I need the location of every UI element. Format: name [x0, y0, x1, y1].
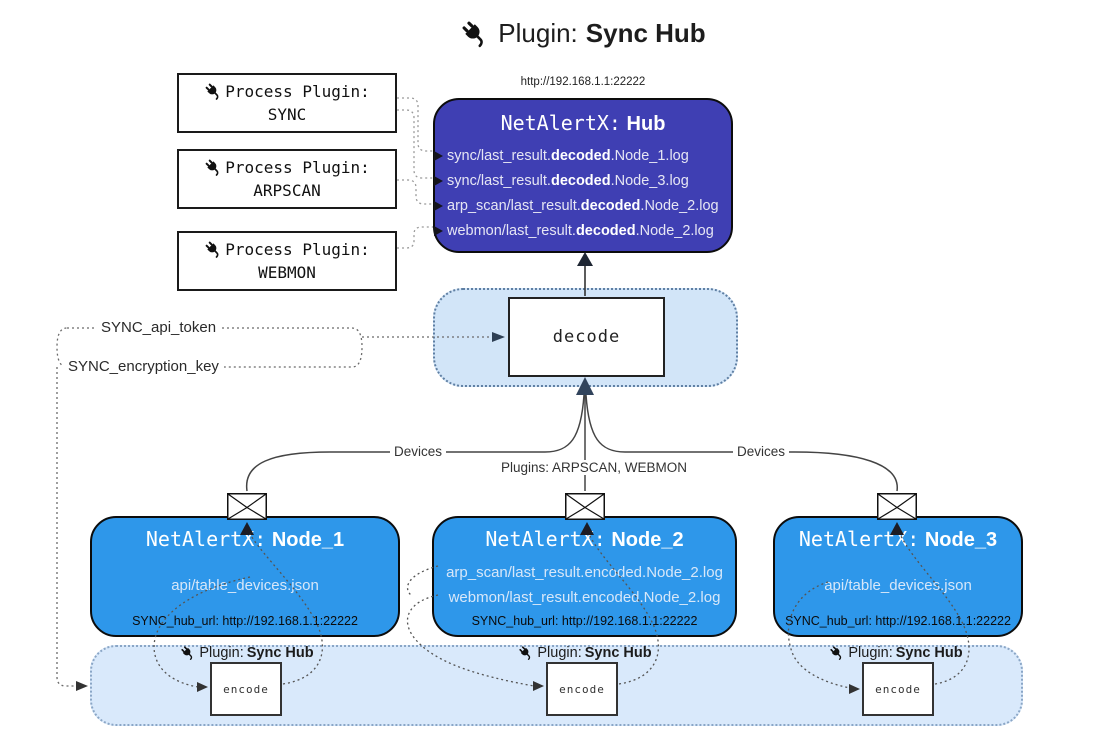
process-plugin-name: ARPSCAN	[253, 181, 321, 200]
hub-url-label: http://192.168.1.1:22222	[520, 76, 646, 88]
plug-icon	[518, 645, 534, 661]
arrow-right-icon	[434, 225, 443, 236]
encode-label: encode	[875, 682, 921, 696]
node-box-node-1: NetAlertX: Node_1 api/table_devices.json…	[90, 516, 400, 637]
process-plugin-heading: Process Plugin:	[225, 239, 370, 259]
band-plugin-text: Plugin:	[537, 645, 582, 661]
node-title-name: Node_1	[271, 529, 345, 551]
sync-encryption-key-label: SYNC_encryption_key	[63, 358, 224, 375]
encode-label: encode	[559, 682, 605, 696]
envelope-icon	[565, 493, 605, 520]
band-plugin-text: Plugin:	[848, 645, 893, 661]
encode-box: encode	[210, 662, 282, 716]
band-plugin-label: Plugin: Sync Hub	[806, 645, 986, 661]
encode-label: encode	[223, 682, 269, 696]
plug-icon	[204, 82, 223, 101]
sync-api-token-label: SYNC_api_token	[96, 319, 222, 336]
band-plugin-label: Plugin: Sync Hub	[495, 645, 675, 661]
process-plugin-heading: Process Plugin:	[225, 157, 370, 177]
band-plugin-name: Sync Hub	[246, 645, 314, 661]
arrow-right-icon	[434, 175, 443, 186]
node-file-list: api/table_devices.json	[92, 556, 398, 614]
hub-log-bold: decoded	[575, 222, 636, 239]
hub-log-row: sync/last_result.decoded.Node_3.log	[434, 168, 731, 193]
node-title-label: NetAlertX:	[798, 527, 920, 551]
node-title: NetAlertX: Node_2	[434, 527, 735, 552]
hub-log-text: arp_scan/last_result.	[447, 197, 581, 214]
hub-log-bold: decoded	[550, 147, 611, 164]
band-plugin-name: Sync Hub	[895, 645, 963, 661]
decode-box: decode	[508, 297, 665, 377]
hub-title-name: Hub	[626, 113, 666, 135]
process-plugin-box-arpscan: Process Plugin: ARPSCAN	[177, 149, 397, 209]
band-plugin-name: Sync Hub	[584, 645, 652, 661]
node-hub-url: SYNC_hub_url: http://192.168.1.1:22222	[785, 614, 1011, 628]
hub-title-label: NetAlertX:	[500, 111, 621, 135]
hub-log-text: sync/last_result.	[447, 147, 551, 164]
hub-log-row: webmon/last_result.decoded.Node_2.log	[434, 218, 731, 243]
process-plugin-heading: Process Plugin:	[225, 81, 370, 101]
envelope-icon	[227, 493, 267, 520]
hub-log-text: .Node_2.log	[635, 222, 714, 239]
plug-icon	[204, 240, 223, 259]
band-plugin-label: Plugin: Sync Hub	[157, 645, 337, 661]
node-file: webmon/last_result.encoded.Node_2.log	[448, 589, 721, 606]
hub-log-row: sync/last_result.decoded.Node_1.log	[434, 143, 731, 168]
node-file-list: api/table_devices.json	[775, 556, 1021, 614]
band-plugin-text: Plugin:	[199, 645, 244, 661]
node-hub-url: SYNC_hub_url: http://192.168.1.1:22222	[132, 614, 358, 628]
devices-left-label: Devices	[390, 444, 447, 459]
hub-log-list: sync/last_result.decoded.Node_1.log sync…	[434, 143, 731, 243]
hub-log-text: .Node_2.log	[640, 197, 719, 214]
node-box-node-3: NetAlertX: Node_3 api/table_devices.json…	[773, 516, 1023, 637]
node-hub-url: SYNC_hub_url: http://192.168.1.1:22222	[471, 614, 698, 628]
hub-box: NetAlertX: Hub sync/last_result.decoded.…	[433, 98, 733, 253]
hub-log-text: .Node_1.log	[610, 147, 689, 164]
plug-icon	[204, 158, 223, 177]
hub-log-row: arp_scan/last_result.decoded.Node_2.log	[434, 193, 731, 218]
envelope-icon	[877, 493, 917, 520]
page-title: Plugin: Sync Hub	[383, 18, 783, 49]
page-title-name: Sync Hub	[585, 18, 706, 48]
page-title-label: Plugin:	[498, 18, 578, 48]
hub-title: NetAlertX: Hub	[435, 111, 731, 136]
process-plugin-name: SYNC	[267, 105, 307, 124]
node-title: NetAlertX: Node_1	[92, 527, 398, 552]
node-title-label: NetAlertX:	[485, 527, 606, 551]
devices-right-label: Devices	[733, 444, 790, 459]
plug-icon	[829, 645, 845, 661]
process-plugin-box-webmon: Process Plugin: WEBMON	[177, 231, 397, 291]
hub-log-text: .Node_3.log	[610, 172, 689, 189]
arrow-right-icon	[434, 200, 443, 211]
node-file-list: arp_scan/last_result.encoded.Node_2.log …	[434, 556, 735, 614]
arrow-right-icon	[434, 150, 443, 161]
node-title: NetAlertX: Node_3	[775, 527, 1021, 552]
node-title-name: Node_2	[611, 529, 684, 551]
decode-label: decode	[552, 327, 621, 347]
process-plugin-box-sync: Process Plugin: SYNC	[177, 73, 397, 133]
hub-log-bold: decoded	[550, 172, 611, 189]
node-title-name: Node_3	[924, 529, 998, 551]
node-file: api/table_devices.json	[171, 576, 319, 594]
hub-log-text: webmon/last_result.	[447, 222, 576, 239]
plug-icon	[460, 19, 490, 49]
hub-log-text: sync/last_result.	[447, 172, 551, 189]
encode-box: encode	[862, 662, 934, 716]
node-box-node-2: NetAlertX: Node_2 arp_scan/last_result.e…	[432, 516, 737, 637]
node-title-label: NetAlertX:	[145, 527, 267, 551]
node-file: api/table_devices.json	[824, 576, 972, 594]
node-file: arp_scan/last_result.encoded.Node_2.log	[446, 564, 723, 581]
encode-box: encode	[546, 662, 618, 716]
process-plugin-name: WEBMON	[258, 263, 316, 282]
hub-log-bold: decoded	[580, 197, 641, 214]
plug-icon	[180, 645, 196, 661]
plugins-middle-label: Plugins: ARPSCAN, WEBMON	[497, 460, 692, 475]
